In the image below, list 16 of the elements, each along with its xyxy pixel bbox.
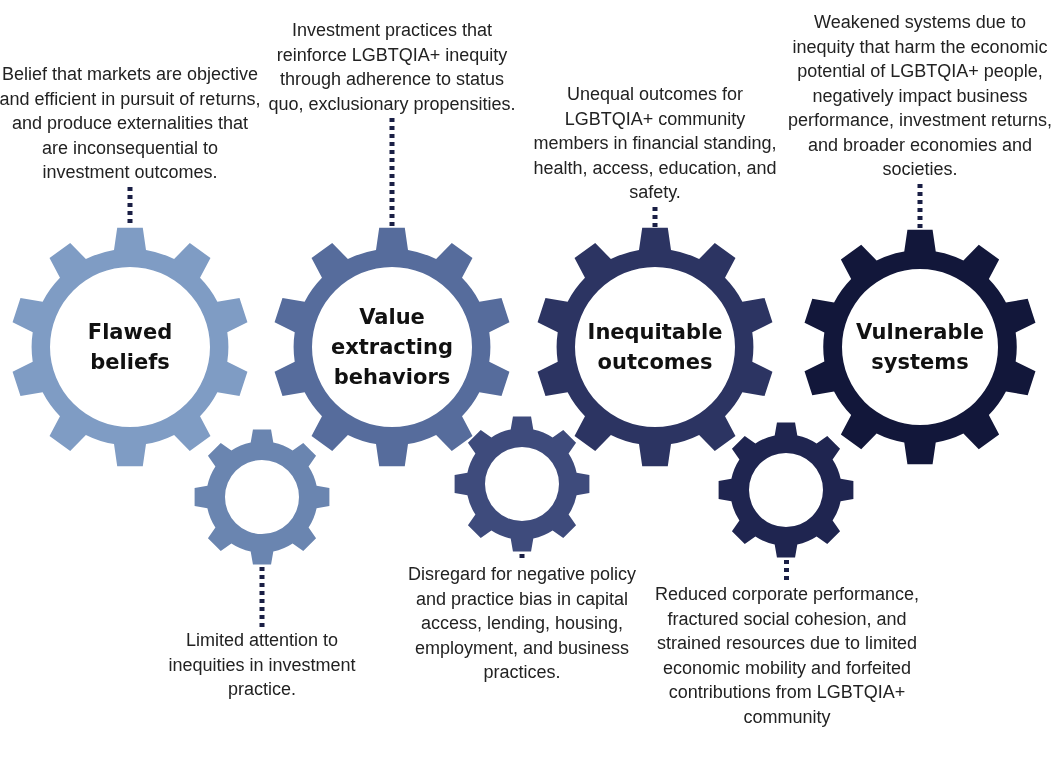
description-text: Unequal outcomes for LGBTQIA+ community members in financial standing, health, access, education, and safety.: [532, 82, 778, 205]
leader-line: [784, 560, 789, 582]
description-text: Weakened systems due to inequity that harm the economic potential of LGBTQIA+ people, negatively impact business performance, investment returns, and broader economies and societies.: [782, 10, 1056, 182]
gear-label: Inequitable outcomes: [586, 319, 724, 376]
leader-line: [259, 567, 265, 628]
description-text: Belief that markets are objective and efficient in pursuit of returns, and produce externalities that are inconsequential to investment outcomes.: [0, 62, 261, 185]
leader-line: [652, 207, 658, 227]
description-text: Limited attention to inequities in investment practice.: [147, 628, 377, 702]
description-text: Reduced corporate performance, fractured social cohesion, and strained resources due to limited economic mobility and forfeited contributions from LGBTQIA+ community: [651, 582, 923, 729]
description-text: Investment practices that reinforce LGBTQIA+ inequity through adherence to status quo, exclusionary propensities.: [267, 18, 517, 116]
leader-line: [917, 184, 923, 229]
gear-label: Value extracting behaviors: [330, 304, 454, 391]
gear-label: Vulnerable systems: [855, 319, 985, 376]
description-text: Disregard for negative policy and practice bias in capital access, lending, housing, employment, and business practices.: [407, 562, 637, 685]
leader-line: [389, 118, 395, 227]
gear-label: Flawed beliefs: [86, 319, 174, 376]
